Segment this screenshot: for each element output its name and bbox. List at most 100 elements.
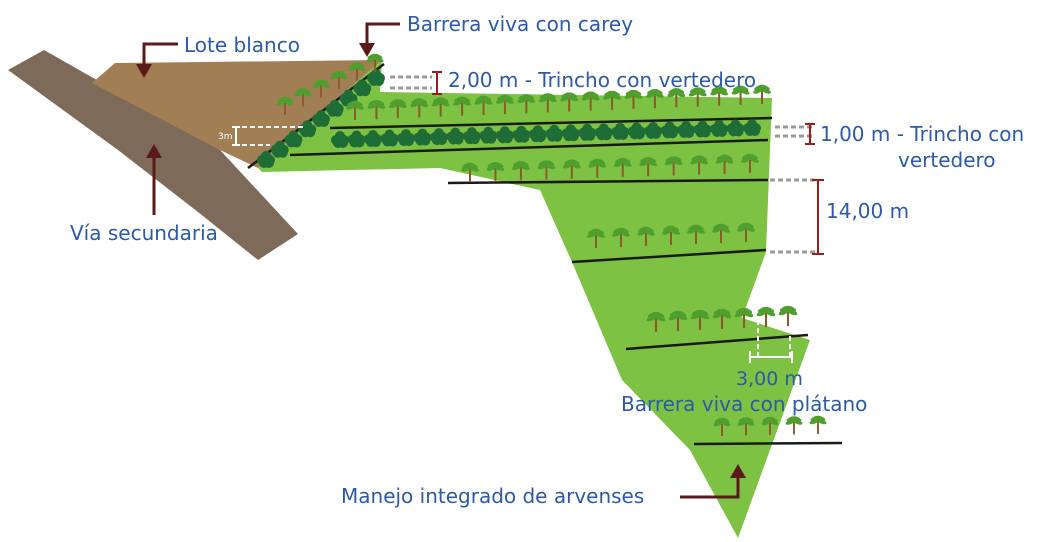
platano-plant <box>734 307 754 328</box>
carey-bush <box>594 123 613 141</box>
carey-bush <box>312 110 330 127</box>
platano-plant <box>809 415 827 434</box>
platano-plant <box>581 91 600 111</box>
carey-bush <box>693 120 712 138</box>
carey-bush <box>726 119 745 137</box>
label-via-secundaria: Vía secundaria <box>70 221 218 245</box>
label-trincho-2m: 2,00 m - Trincho con vertedero <box>448 68 756 92</box>
arrow-barrera-carey <box>365 22 400 45</box>
carey-bush <box>396 129 415 147</box>
platano-plant <box>690 155 709 175</box>
label-trincho-1m-line1: 1,00 m - Trincho con <box>820 122 1024 146</box>
platano-plant <box>753 84 771 104</box>
contour-line <box>571 248 767 264</box>
platano-plant <box>737 417 755 436</box>
platano-plant <box>348 62 366 81</box>
platano-plant <box>588 158 607 178</box>
label-lote-blanco: Lote blanco <box>184 33 300 57</box>
carey-bush <box>545 124 564 142</box>
platano-plant <box>639 157 658 177</box>
platano-plant <box>453 96 472 116</box>
label-barrera-carey: Barrera viva con carey <box>407 12 633 36</box>
carey-bush <box>347 130 366 148</box>
carey-bush <box>413 128 432 146</box>
platano-plant <box>737 222 755 242</box>
carey-bush <box>611 122 630 140</box>
platano-plant <box>713 417 731 436</box>
carey-bush <box>270 140 289 158</box>
platano-plant <box>461 162 479 182</box>
platano-plant <box>710 86 729 106</box>
carey-bush <box>710 119 729 137</box>
platano-plant <box>474 95 493 115</box>
dimension-leaders <box>390 75 818 254</box>
platano-plant <box>687 224 705 244</box>
platano-plant <box>367 99 386 120</box>
platano-plant <box>366 53 384 72</box>
label-spacing-3m-small: 3m <box>218 132 233 142</box>
carey-bush <box>325 99 344 117</box>
carey-bush <box>578 123 597 141</box>
platano-plant <box>646 311 666 332</box>
platano-plant <box>431 97 450 117</box>
platano-plant <box>517 94 536 114</box>
label-spacing-14m: 14,00 m <box>826 199 909 223</box>
platano-plant <box>410 98 429 118</box>
carey-bush <box>512 125 531 143</box>
carey-bush <box>561 124 580 142</box>
carey-bush <box>479 126 498 144</box>
carey-bush <box>528 125 547 143</box>
carey-bush <box>298 120 317 138</box>
platano-plant <box>741 153 759 173</box>
platano-plant <box>778 305 798 326</box>
arrow-heads <box>136 43 746 478</box>
contour-line <box>693 441 843 446</box>
small-spacing-leaders <box>242 126 791 356</box>
platano-plant <box>756 306 776 327</box>
carey-bush <box>462 127 481 145</box>
platano-plant <box>538 93 557 113</box>
carey-bush <box>331 131 349 148</box>
platano-plant <box>537 160 556 180</box>
arrow-manejo-arvenses <box>680 476 740 499</box>
platano-plant <box>712 223 730 243</box>
carey-bush <box>353 79 372 97</box>
callout-arrows <box>142 22 740 499</box>
platano-plant <box>603 90 621 110</box>
platano-plant <box>731 85 750 105</box>
carey-bush <box>446 127 465 145</box>
platano-plant <box>645 89 664 109</box>
platano-plant <box>613 157 632 178</box>
dimension-markers <box>432 71 824 255</box>
carey-bush <box>743 119 761 136</box>
carey-bush <box>677 120 696 138</box>
carey-bush <box>660 121 679 139</box>
carey-bush <box>367 69 385 86</box>
platano-plant <box>276 96 294 115</box>
platano-plant <box>587 228 605 248</box>
platano-plant <box>688 87 707 107</box>
carey-bush <box>380 129 399 147</box>
carey-bush <box>257 151 275 168</box>
platano-plant <box>294 88 312 107</box>
contour-line <box>329 116 773 130</box>
platano-plant <box>496 94 514 115</box>
contour-line <box>447 178 769 185</box>
platano-plant <box>712 308 732 329</box>
platano-plant <box>690 309 710 330</box>
platano-plant <box>664 156 683 176</box>
platano-plant <box>668 310 688 331</box>
carey-bush <box>429 128 448 146</box>
crop-field <box>258 60 810 538</box>
platano-plant <box>715 154 734 174</box>
carey-bush <box>495 126 514 144</box>
platano-plant <box>560 92 579 112</box>
platano-plant <box>662 225 680 245</box>
platano-plant <box>312 79 330 98</box>
label-spacing-3m: 3,00 m <box>736 368 803 390</box>
platano-plant <box>612 227 630 247</box>
contour-lines <box>289 116 843 446</box>
label-manejo-arvenses: Manejo integrado de arvenses <box>341 484 644 508</box>
platano-plant <box>346 100 364 120</box>
platano-palms <box>276 53 827 436</box>
